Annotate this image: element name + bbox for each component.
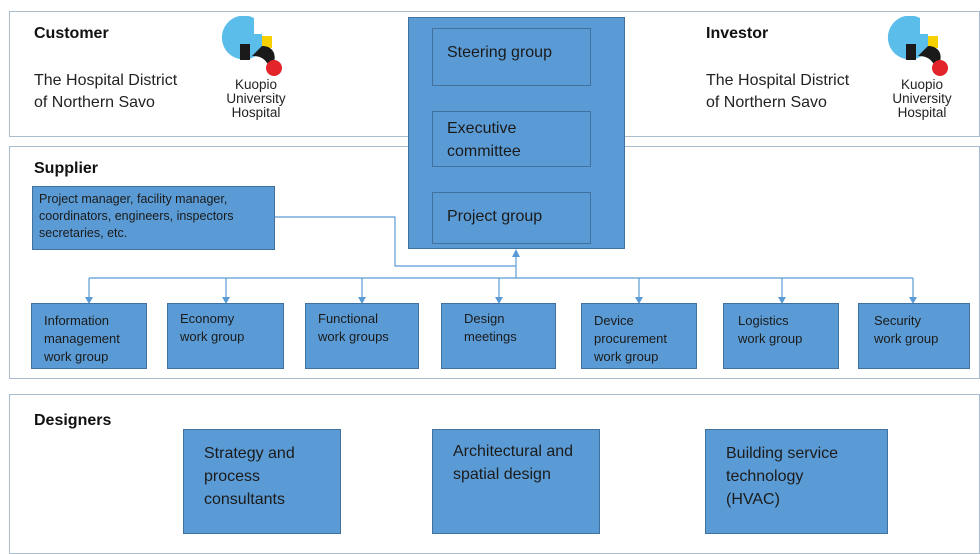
arrowhead	[495, 297, 503, 304]
logo-text-line: Hospital	[231, 105, 281, 120]
device-procurement-work-group: Device procurement work group	[581, 303, 697, 369]
staff-to-project-connector	[275, 216, 516, 267]
designer-label: Building service	[726, 445, 839, 462]
executive-committee-box: Executive committee	[432, 111, 591, 167]
architectural-spatial-design-box: Architectural and spatial design	[432, 429, 600, 534]
work-group-label: meetings	[464, 329, 517, 344]
work-group-label: work group	[594, 349, 659, 364]
work-group-label: work group	[874, 331, 939, 346]
design-meetings: Design meetings	[441, 303, 556, 369]
logo-text: Kuopio University Hospital	[216, 78, 296, 120]
executive-committee-label: committee	[447, 143, 521, 160]
staff-line: Project manager, facility manager,	[39, 192, 228, 206]
work-group-label: management	[44, 331, 120, 346]
work-group-label: work group	[738, 331, 803, 346]
customer-org-line: The Hospital District	[34, 72, 178, 89]
work-group-label: Security	[874, 313, 921, 328]
customer-org-line: of Northern Savo	[34, 94, 155, 111]
logo-text-line: University	[226, 91, 286, 106]
building-service-technology-box: Building service technology (HVAC)	[705, 429, 888, 534]
work-group-label: Economy	[180, 311, 235, 326]
logo-text-line: Hospital	[897, 105, 947, 120]
logo-text-line: University	[892, 91, 952, 106]
executive-committee-label: Executive	[447, 120, 517, 137]
work-group-label: work group	[44, 349, 109, 364]
arrowhead	[778, 297, 786, 304]
logo-text: Kuopio University Hospital	[882, 78, 962, 120]
work-group-label: Functional	[318, 311, 378, 326]
staff-line: secretaries, etc.	[39, 226, 128, 240]
supplier-heading: Supplier	[34, 160, 99, 177]
logo-text-line: Kuopio	[900, 77, 944, 92]
work-group-label: Logistics	[738, 313, 789, 328]
customer-heading: Customer	[34, 25, 109, 42]
staff-line: coordinators, engineers, inspectors	[39, 209, 234, 223]
customer-hospital-logo: Kuopio University Hospital	[216, 15, 296, 120]
investor-heading: Investor	[706, 25, 769, 42]
economy-work-group: Economy work group	[167, 303, 284, 369]
investor-organization: The Hospital District of Northern Savo	[706, 70, 849, 114]
work-group-label: work group	[180, 329, 245, 344]
designer-label: Architectural and	[453, 443, 574, 460]
designer-label: technology	[726, 468, 804, 485]
arrowhead	[909, 297, 917, 304]
investor-org-line: The Hospital District	[706, 72, 850, 89]
designer-label: (HVAC)	[726, 491, 780, 508]
logo-text-line: Kuopio	[234, 77, 278, 92]
designer-label: Strategy and	[204, 445, 295, 462]
functional-work-groups: Functional work groups	[305, 303, 419, 369]
investor-org-line: of Northern Savo	[706, 94, 827, 111]
work-group-label: Design	[464, 311, 505, 326]
work-group-label: work groups	[318, 329, 389, 344]
security-work-group: Security work group	[858, 303, 970, 369]
project-group-label: Project group	[447, 208, 543, 225]
designer-label: consultants	[204, 491, 285, 508]
kuopio-university-hospital-logo-icon	[221, 15, 282, 76]
designer-label: process	[204, 468, 261, 485]
information-management-work-group: Information management work group	[31, 303, 147, 369]
project-group-box: Project group	[432, 192, 591, 244]
connector-lines	[85, 216, 917, 304]
designers-heading: Designers	[34, 412, 112, 429]
work-group-label: Information	[44, 313, 110, 328]
work-group-label: procurement	[594, 331, 667, 346]
strategy-process-consultants-box: Strategy and process consultants	[183, 429, 341, 534]
designer-label: spatial design	[453, 466, 551, 483]
arrowhead	[222, 297, 230, 304]
kuopio-university-hospital-logo-icon	[887, 15, 948, 76]
investor-hospital-logo: Kuopio University Hospital	[882, 15, 962, 120]
steering-group-label: Steering group	[447, 44, 552, 61]
supplier-staff-box: Project manager, facility manager, coord…	[32, 186, 275, 250]
arrowhead	[358, 297, 366, 304]
arrowhead	[85, 297, 93, 304]
steering-group-box: Steering group	[432, 28, 591, 86]
trunk-arrowhead	[512, 249, 520, 257]
logistics-work-group: Logistics work group	[723, 303, 839, 369]
customer-organization: The Hospital District of Northern Savo	[34, 70, 177, 114]
arrowhead	[635, 297, 643, 304]
work-group-label: Device	[594, 313, 634, 328]
